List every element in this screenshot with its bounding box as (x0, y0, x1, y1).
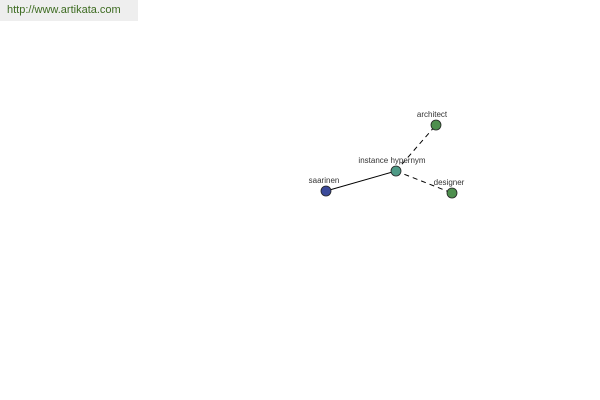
edge-center-designer (395, 170, 453, 194)
node-label-designer: designer (434, 178, 465, 187)
node-designer[interactable] (446, 187, 458, 199)
edge-center-architect (395, 124, 437, 172)
node-label-center: instance hypernym (358, 156, 425, 165)
node-label-architect: architect (417, 110, 448, 119)
edge-saarinen-center (325, 170, 397, 192)
source-banner: http://www.artikata.com (0, 0, 138, 21)
node-architect[interactable] (430, 119, 442, 131)
node-label-saarinen: saarinen (309, 176, 340, 185)
node-center[interactable] (390, 165, 402, 177)
node-saarinen[interactable] (320, 185, 332, 197)
source-link[interactable]: http://www.artikata.com (7, 4, 121, 16)
